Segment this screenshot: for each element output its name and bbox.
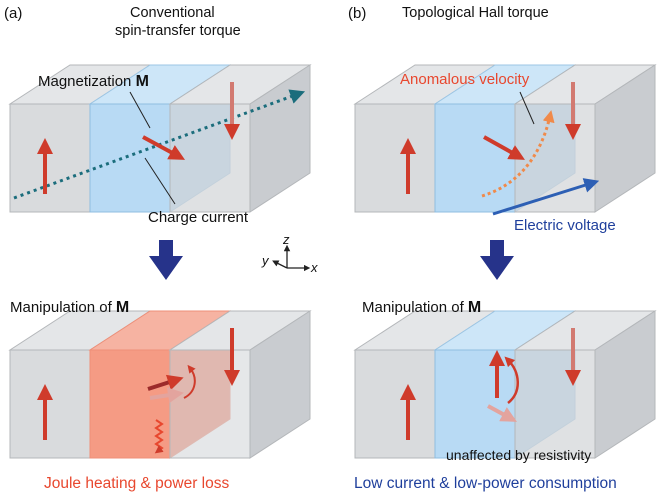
box-b-bot-blue-front [434, 349, 516, 459]
magnetization-text: Magnetization [38, 73, 132, 90]
low-current-label: Low current & low-power consumption [354, 475, 617, 492]
axis-x-label: x [311, 260, 318, 275]
unaffected-label: unaffected by resistivity [446, 447, 592, 463]
magnetization-arrow-center-b [483, 135, 525, 160]
y-axis-line [272, 260, 288, 269]
box-a-bot-gray-left-front [9, 349, 91, 459]
down-arrow-b [480, 240, 514, 280]
panel-b-label: (b) [348, 5, 367, 22]
panel-b-title: Topological Hall torque [402, 5, 549, 21]
anomalous-velocity-leader-line [519, 91, 535, 125]
axis-y-label: y [262, 253, 269, 268]
magnetization-arrow-center-a-bottom [147, 374, 184, 391]
axes-indicator [272, 244, 311, 272]
magnetization-ghost-arrow-a-bottom [149, 387, 184, 404]
rotation-arrow-b [504, 356, 519, 404]
magnetization-symbol: M [135, 73, 149, 90]
box-b-top-gray-left-front [354, 103, 436, 213]
box-a-bottom [8, 310, 312, 459]
manipulation-label-b: Manipulation of M [362, 300, 481, 316]
axis-z-label: z [283, 232, 290, 247]
electric-voltage-arrow [492, 178, 600, 216]
box-b-bot-side [594, 310, 656, 459]
box-a-top-blue-front [89, 103, 171, 213]
manipulation-symbol-a: M [115, 299, 130, 316]
electric-voltage-label: Electric voltage [514, 217, 616, 234]
charge-current-label: Charge current [148, 209, 249, 226]
charge-current-arrow [13, 89, 306, 200]
manipulation-label-a: Manipulation of M [10, 300, 129, 316]
manipulation-symbol-b: M [467, 299, 482, 316]
joule-heating-label: Joule heating & power loss [44, 475, 230, 492]
panel-a-title-line1: Conventional [130, 5, 215, 21]
rotation-arrow-a [183, 364, 196, 399]
box-b-top-blue-front [434, 103, 516, 213]
anomalous-velocity-label: Anomalous velocity [400, 71, 530, 88]
panel-a-label: (a) [4, 5, 23, 22]
charge-current-leader-line [144, 157, 176, 205]
down-arrow-a [149, 240, 183, 280]
box-a-bot-gray-right-front [169, 349, 251, 459]
anomalous-velocity-arrow [481, 110, 555, 198]
panel-a-title-line2: spin-transfer torque [115, 23, 241, 39]
box-b-bottom [353, 310, 657, 459]
magnetization-label: Magnetization M [38, 74, 149, 90]
heat-wiggle-arrow [154, 419, 164, 454]
box-b-bot-gray-right-front [514, 349, 596, 459]
box-a-top-gray-right-front [169, 103, 251, 213]
box-b-top-side [594, 64, 656, 213]
box-b-bot-gray-left-front [354, 349, 436, 459]
magnetization-ghost-arrow-b-bottom [487, 404, 518, 422]
magnetization-arrow-center-a [142, 135, 186, 160]
manipulation-text-a: Manipulation of [10, 299, 112, 316]
manipulation-text-b: Manipulation of [362, 299, 464, 316]
box-a-bot-side [249, 310, 311, 459]
magnetization-leader-line [129, 91, 151, 129]
